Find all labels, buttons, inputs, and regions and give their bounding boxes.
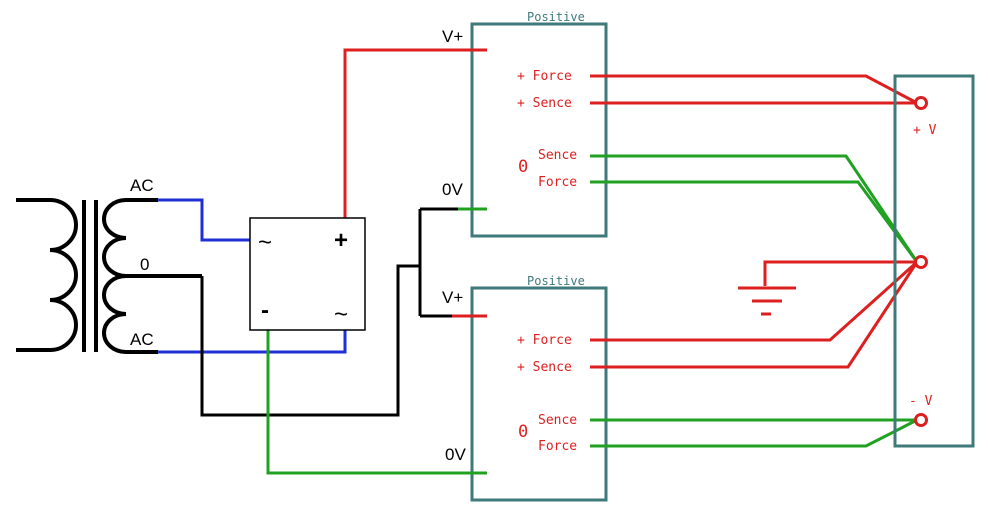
rectifier-plus: + [334, 227, 348, 254]
output-panel-box [893, 74, 975, 448]
output-wires-green [590, 154, 919, 448]
top-sense-zero-wire [590, 154, 919, 263]
terminal-common [914, 255, 928, 269]
supply-top-sense-zero: Sence [538, 148, 577, 163]
supply-bottom-force-zero: Force [538, 439, 577, 454]
supply-bottom-force-plus: + Force [517, 333, 572, 348]
supply-bottom-vplus-label: V+ [442, 288, 463, 307]
rectifier-minus-wire [266, 330, 455, 475]
rectifier-ac-in: ~ [258, 229, 272, 256]
supply-top-force-plus: + Force [517, 69, 572, 84]
ac-wire-bottom [158, 330, 347, 354]
terminal-plus-v [914, 96, 928, 110]
supply-top-zero-marker: 0 [518, 157, 528, 177]
supply-bottom: Positive V+ 0V + Force + Sence 0 Sence F… [442, 274, 608, 502]
top-force-plus-wire [590, 74, 918, 105]
supply-bottom-zero-marker: 0 [518, 422, 528, 442]
supply-top-force-zero: Force [538, 175, 577, 190]
ground-wire [763, 260, 917, 286]
rectifier-plus-wire [343, 48, 455, 218]
supply-bottom-sense-zero: Sence [538, 413, 577, 428]
rectifier-minus: - [261, 297, 269, 324]
common-wires [200, 207, 458, 417]
output-panel: + V - V [893, 74, 975, 448]
ac-wire-top [158, 198, 250, 242]
supply-top-box [470, 22, 608, 238]
tap-top-label: AC [130, 176, 154, 195]
bridge-rectifier [249, 217, 366, 331]
ac-wires [158, 198, 347, 354]
transformer [16, 198, 202, 354]
top-force-zero-wire [590, 180, 919, 263]
primary-winding [16, 198, 78, 352]
bottom-sense-plus-wire [590, 261, 919, 369]
bottom-force-zero-wire [590, 418, 918, 448]
plus-v-label: + V [913, 123, 937, 138]
minus-v-label: - V [909, 394, 933, 409]
output-wires-red [590, 74, 919, 369]
center-tap-wire [200, 264, 420, 417]
supply-top-title: Positive [527, 10, 585, 24]
supply-bottom-sense-plus: + Sence [517, 360, 572, 375]
supply-top-vplus-label: V+ [442, 27, 463, 46]
supply-top: Positive V+ 0V + Force + Sence 0 Sence F… [442, 10, 608, 238]
bottom-force-plus-wire [590, 260, 919, 342]
tap-bottom-label: AC [130, 330, 154, 349]
rectifier-ac-out: ~ [334, 301, 348, 328]
supply-bottom-box [470, 286, 608, 502]
supply-top-0v-label: 0V [442, 180, 463, 199]
tap-center-label: 0 [140, 255, 149, 274]
supply-bottom-0v-label: 0V [445, 445, 466, 464]
supply-bottom-title: Positive [527, 274, 585, 288]
terminal-minus-v [914, 413, 928, 427]
supply-top-sense-plus: + Sence [517, 96, 572, 111]
